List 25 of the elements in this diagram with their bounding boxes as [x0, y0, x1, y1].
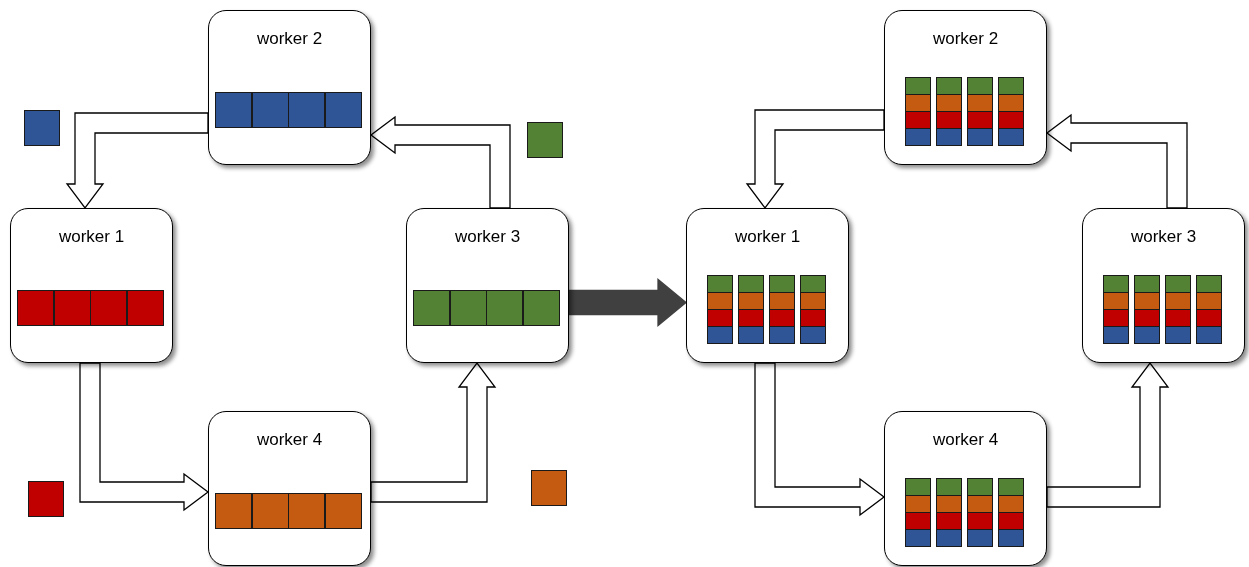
worker-box — [208, 411, 371, 566]
worker-label: worker 2 — [256, 29, 323, 49]
block-arrow — [65, 112, 209, 210]
block-arrow — [79, 362, 210, 512]
worker-label: worker 1 — [734, 227, 801, 247]
worker-box — [884, 411, 1047, 566]
worker-label: worker 1 — [58, 227, 125, 247]
block-arrow — [754, 362, 886, 517]
worker-box — [10, 208, 173, 363]
worker-box — [686, 208, 849, 363]
worker-box — [406, 208, 569, 363]
block-arrow — [745, 109, 885, 210]
worker-label: worker 4 — [932, 430, 999, 450]
worker-box — [208, 10, 371, 165]
worker-label: worker 2 — [932, 29, 999, 49]
worker-box — [1082, 208, 1245, 363]
block-arrow — [369, 115, 511, 209]
worker-label: worker 3 — [1130, 227, 1197, 247]
block-arrow — [1045, 113, 1188, 209]
block-arrow — [1046, 361, 1170, 508]
worker-box — [884, 10, 1047, 165]
block-arrow — [370, 361, 497, 503]
worker-label: worker 3 — [454, 227, 521, 247]
worker-label: worker 4 — [256, 430, 323, 450]
block-arrow — [568, 278, 688, 327]
